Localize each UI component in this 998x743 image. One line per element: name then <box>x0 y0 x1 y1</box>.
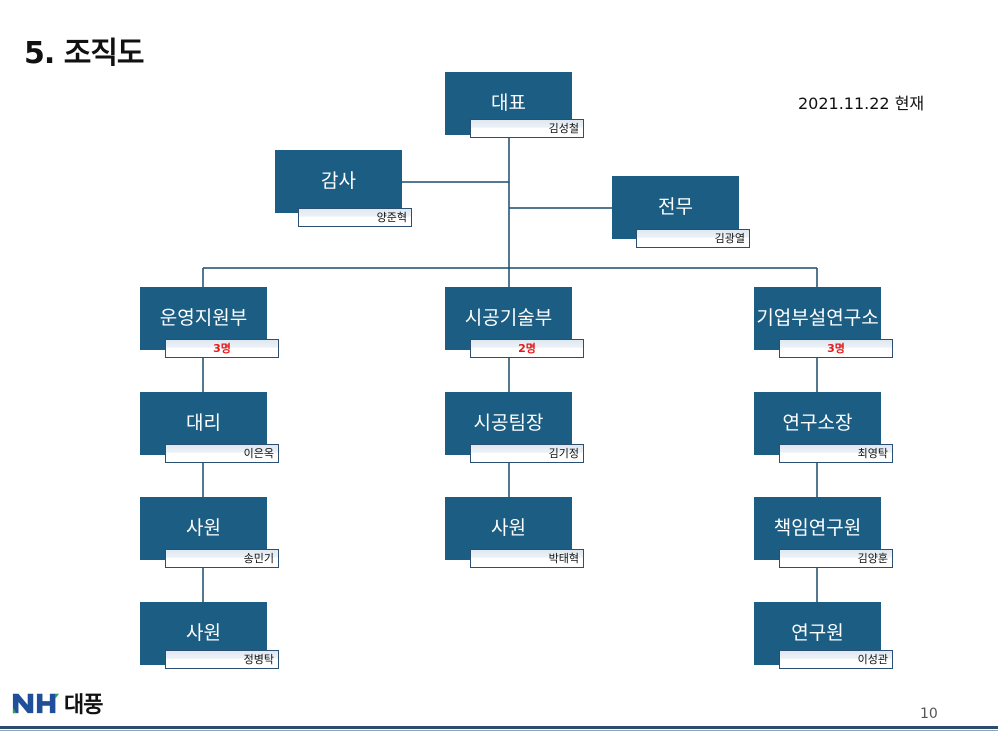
logo-text: 대풍 <box>64 693 103 718</box>
node-title: 운영지원부 <box>159 307 248 329</box>
node-title: 사원 <box>491 517 526 539</box>
node-title: 연구원 <box>791 622 844 644</box>
node-rnd-1-name: 최영탁 <box>779 444 893 463</box>
node-title: 시공팀장 <box>473 412 544 434</box>
node-title: 시공기술부 <box>464 307 553 329</box>
node-title: 대리 <box>186 412 221 434</box>
node-con-1-name: 김기정 <box>470 444 584 463</box>
node-ceo-name: 김성철 <box>470 119 584 138</box>
page-title: 5. 조직도 <box>24 36 145 71</box>
company-logo: 대풍 <box>10 688 103 718</box>
nh-logo-icon <box>12 693 60 714</box>
node-auditor-name: 양준혁 <box>298 208 412 227</box>
node-title: 전무 <box>658 196 693 218</box>
node-title: 사원 <box>186 517 221 539</box>
node-con-2-name: 박태혁 <box>470 549 584 568</box>
footer-divider <box>0 726 998 729</box>
node-ops-2-name: 송민기 <box>165 549 279 568</box>
node-director-name: 김광열 <box>636 229 750 248</box>
node-director: 전무 <box>612 176 739 239</box>
node-dept-con-count: 2명 <box>470 339 584 358</box>
node-dept-ops-count: 3명 <box>165 339 279 358</box>
date-label: 2021.11.22 현재 <box>798 94 925 113</box>
node-title: 대표 <box>491 92 526 114</box>
node-title: 사원 <box>186 622 221 644</box>
node-ops-1-name: 이은옥 <box>165 444 279 463</box>
node-title: 연구소장 <box>782 412 853 434</box>
node-rnd-2-name: 김양훈 <box>779 549 893 568</box>
node-ops-3-name: 정병탁 <box>165 650 279 669</box>
node-title: 기업부설연구소 <box>756 307 879 329</box>
node-title: 감사 <box>321 170 356 192</box>
node-rnd-3-name: 이성관 <box>779 650 893 669</box>
node-auditor: 감사 <box>275 150 402 213</box>
node-title: 책임연구원 <box>773 517 862 539</box>
footer-divider-thin <box>0 730 998 731</box>
node-dept-rnd-count: 3명 <box>779 339 893 358</box>
page-number: 10 <box>920 706 938 722</box>
